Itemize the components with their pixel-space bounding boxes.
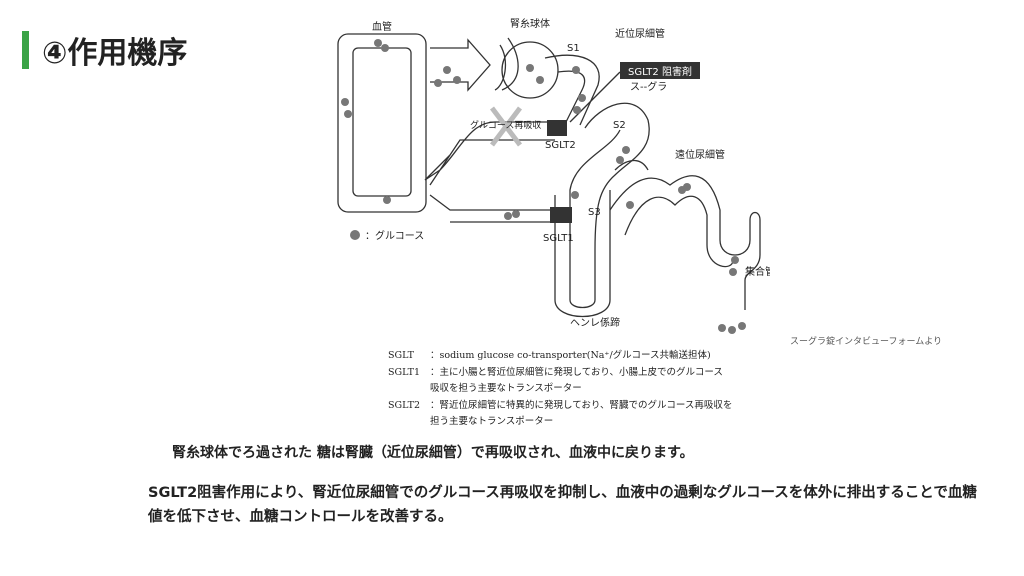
svg-text:S1: S1 — [567, 43, 580, 54]
title-accent-bar — [22, 31, 29, 69]
body-text-2: SGLT2阻害作用により、腎近位尿細管でのグルコース再吸収を抑制し、血液中の過剰… — [148, 485, 977, 525]
proximal-tubule — [544, 54, 600, 126]
svg-text:S3: S3 — [588, 207, 601, 218]
svg-text:SGLT2 阻害剤: SGLT2 阻害剤 — [628, 65, 692, 78]
svg-text:SGLT2: SGLT2 — [545, 140, 576, 151]
svg-text:SGLT1: SGLT1 — [543, 233, 574, 244]
glomerulus — [501, 41, 559, 99]
svg-text:S2: S2 — [613, 120, 626, 131]
label-distal-tubule: 遠位尿細管 — [675, 148, 725, 161]
label-glucose-legend: ：グルコース — [365, 229, 424, 242]
label-blood-vessel: 血管 — [372, 20, 392, 33]
page-title: ④作用機序 — [42, 36, 188, 71]
label-loop-of-henle: ヘンレ係蹄 — [570, 316, 620, 329]
sglt-legend: SGLT：sodium glucose co-transporter(Na⁺/グ… — [388, 350, 733, 427]
sglt2-transporter — [547, 120, 567, 136]
body-text-1: 腎糸球体でろ過された 糖は腎臓（近位尿細管）で再吸収され、血液中に戻ります。 — [172, 445, 694, 461]
source-credit: スーグラ錠インタビューフォームより — [790, 337, 943, 347]
label-collecting-duct: 集合管 — [745, 265, 770, 278]
label-glomerulus: 腎糸球体 — [510, 17, 550, 30]
filtration-arrow — [430, 38, 491, 92]
label-proximal-tubule: 近位尿細管 — [615, 27, 665, 40]
blood-vessel — [337, 33, 427, 213]
sglt1-transporter — [550, 207, 572, 223]
sglt2-inhibitor-badge — [620, 62, 700, 79]
label-drug-name: ス--グラ — [630, 80, 667, 93]
label-reabsorption: グルコース再吸収 — [470, 119, 541, 131]
mechanism-diagram: SGLT2 阻害剤 血管 腎糸球体 近位尿細管 S1 S2 S3 ス--グラ グ… — [337, 17, 770, 334]
glucose-dots — [341, 39, 746, 334]
